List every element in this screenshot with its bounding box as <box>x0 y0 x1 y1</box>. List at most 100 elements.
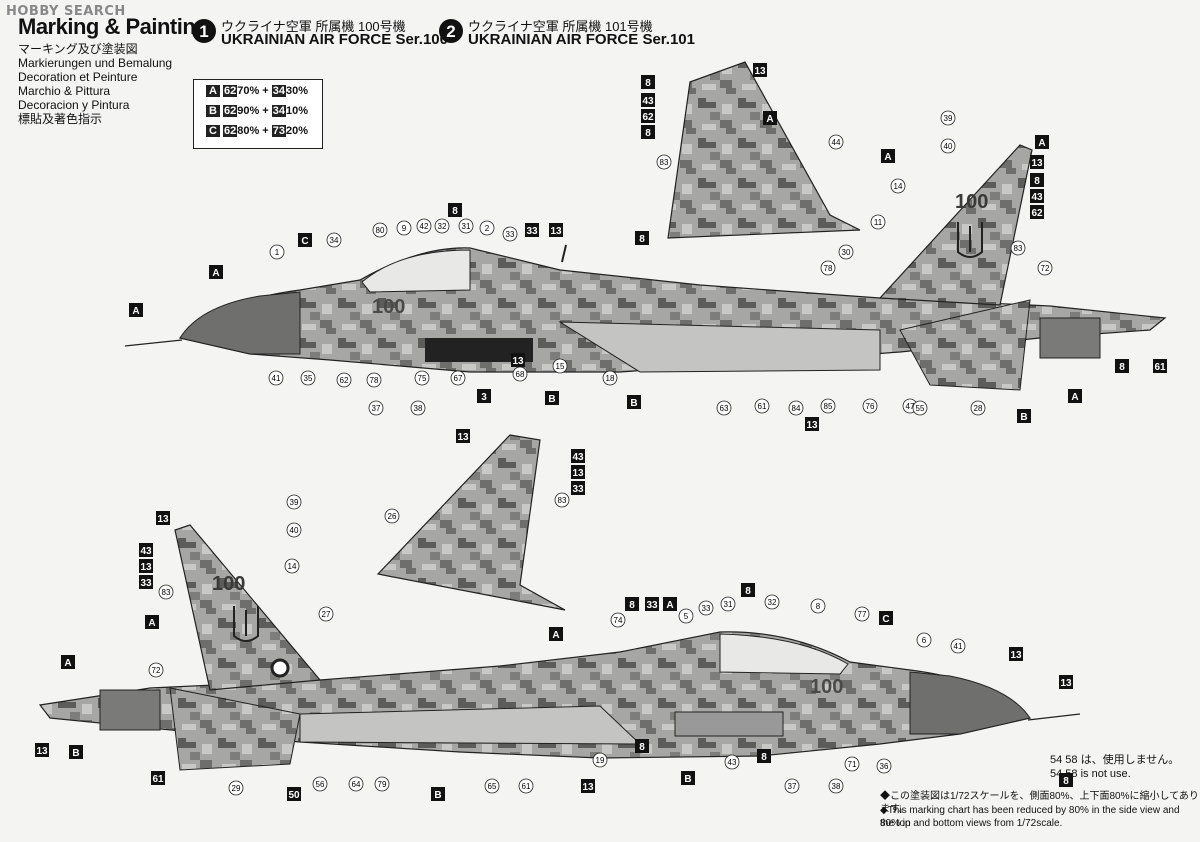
callout-circle-label: 8 <box>816 602 821 611</box>
callout-circle <box>754 398 770 414</box>
callout-square-label: 13 <box>1031 158 1043 169</box>
side-view-right: 100 100 <box>38 524 1081 771</box>
callout-square <box>741 583 755 597</box>
callout-circle-label: 38 <box>832 782 841 791</box>
callout-circle-label: 19 <box>596 756 605 765</box>
callout-square <box>571 449 585 463</box>
callout-circle-label: 78 <box>370 376 379 385</box>
callout-square <box>431 787 445 801</box>
callout-square <box>139 559 153 573</box>
callout-circle-label: 39 <box>944 114 953 123</box>
callout-circle <box>479 220 495 236</box>
callout-square <box>69 745 83 759</box>
version-1-badge-icon: 1 <box>192 19 216 43</box>
callout-square-label: 8 <box>761 752 767 763</box>
callout-circle-label: 84 <box>792 404 801 413</box>
callout-square-label: 8 <box>639 742 645 753</box>
callout-circle-label: 40 <box>290 526 299 535</box>
callout-square <box>448 203 462 217</box>
callout-circle <box>286 494 302 510</box>
callout-square-label: 43 <box>642 96 654 107</box>
subtitle-jp: マーキング及び塗装図 <box>18 42 138 56</box>
callout-square-label: 13 <box>582 782 594 793</box>
callout-square <box>641 125 655 139</box>
callout-circle-label: 63 <box>720 404 729 413</box>
callout-circle-label: 40 <box>944 142 953 151</box>
callout-square-label: 8 <box>629 600 635 611</box>
callout-circle <box>336 372 352 388</box>
callout-square <box>1030 155 1044 169</box>
callout-circle-label: 74 <box>614 616 623 625</box>
callout-circle <box>788 400 804 416</box>
callout-square <box>1115 359 1129 373</box>
callout-circle-label: 75 <box>418 374 427 383</box>
callout-circle-label: 61 <box>758 402 767 411</box>
callout-circle-label: 68 <box>516 370 525 379</box>
callout-square <box>1035 135 1049 149</box>
callout-circle <box>318 606 334 622</box>
callout-square-label: 50 <box>288 790 300 801</box>
page-title: Marking & Painting <box>18 14 209 39</box>
serial-nose-bottom: 100 <box>810 676 843 698</box>
callout-circle <box>458 218 474 234</box>
callout-circle <box>720 596 736 612</box>
callout-square-label: 8 <box>645 78 651 89</box>
subtitle-de: Markierungen und Bemalung <box>18 56 173 70</box>
callout-circle <box>890 178 906 194</box>
callout-square-label: 3 <box>481 392 487 403</box>
callout-circle-label: 30 <box>842 248 851 257</box>
callout-square <box>139 543 153 557</box>
callout-circle <box>416 218 432 234</box>
callout-circle-label: 85 <box>824 402 833 411</box>
callout-circle-label: 37 <box>788 782 797 791</box>
callout-square <box>635 739 649 753</box>
callout-square <box>1017 409 1031 423</box>
callout-square <box>757 749 771 763</box>
callout-circle-label: 83 <box>558 496 567 505</box>
callout-circle <box>592 752 608 768</box>
callout-square-label: 62 <box>1031 208 1043 219</box>
callout-circle-label: 5 <box>684 612 689 621</box>
serial-nose-top: 100 <box>372 296 405 318</box>
callout-square-label: 13 <box>754 66 766 77</box>
callout-square <box>663 597 677 611</box>
callout-circle-label: 15 <box>556 362 565 371</box>
callout-square-label: 43 <box>140 546 152 557</box>
callout-circle <box>844 756 860 772</box>
callout-square-label: B <box>72 748 79 759</box>
callout-circle-label: 72 <box>152 666 161 675</box>
callout-circle-label: 83 <box>162 588 171 597</box>
callout-circle-label: 33 <box>702 604 711 613</box>
callout-circle <box>384 508 400 524</box>
callout-circle <box>916 632 932 648</box>
callout-square <box>645 597 659 611</box>
callout-circle-label: 42 <box>420 222 429 231</box>
callout-circle-label: 1 <box>275 248 280 257</box>
callout-circle-label: 83 <box>1014 244 1023 253</box>
callout-circle <box>312 776 328 792</box>
scale-note-en-2: the top and bottom views from 1/72scale. <box>880 818 1063 829</box>
callout-square-label: 13 <box>806 420 818 431</box>
callout-square-label: 13 <box>457 432 469 443</box>
callout-square <box>641 109 655 123</box>
callout-circle <box>854 606 870 622</box>
callout-square-label: A <box>132 306 139 317</box>
trident-insignia-icon <box>957 222 983 258</box>
callout-circle-label: 78 <box>824 264 833 273</box>
callout-circle <box>810 598 826 614</box>
callout-circle-label: 44 <box>832 138 841 147</box>
callout-square-label: B <box>684 774 691 785</box>
callout-square-label: 43 <box>1031 192 1043 203</box>
callout-square-label: 13 <box>36 746 48 757</box>
callout-square <box>456 429 470 443</box>
callout-circle-label: 77 <box>858 610 867 619</box>
callout-circle <box>450 370 466 386</box>
unused-note-jp: 54 58 は、使用しません。 <box>1050 754 1180 766</box>
callout-circle <box>484 778 500 794</box>
callout-circle-label: 61 <box>522 782 531 791</box>
callout-square <box>209 265 223 279</box>
callout-circle-label: 83 <box>660 158 669 167</box>
